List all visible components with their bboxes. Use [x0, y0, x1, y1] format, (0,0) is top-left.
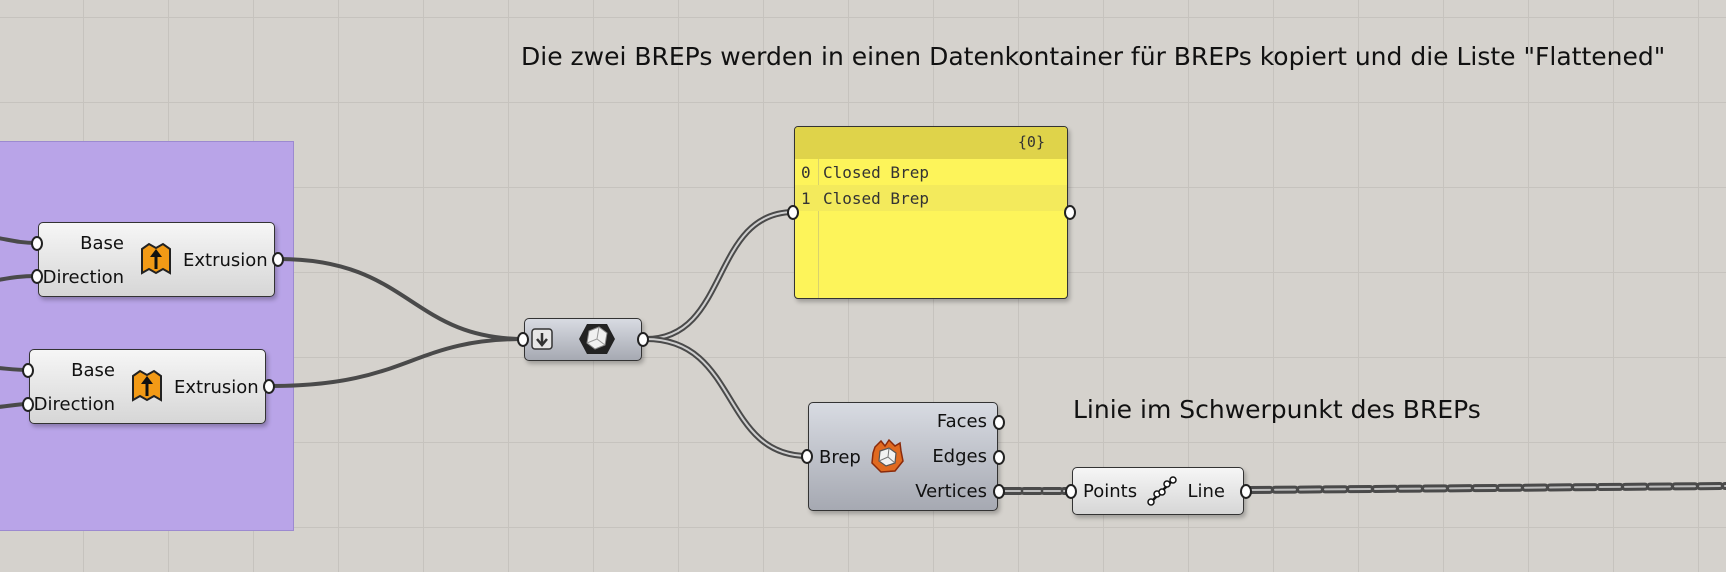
- deconstruct-vertices-output-label: Vertices: [915, 481, 987, 502]
- extrude1-extrusion-port[interactable]: [272, 252, 284, 267]
- extrude2-base-port[interactable]: [22, 363, 34, 378]
- panel-row-value: Closed Brep: [823, 189, 929, 208]
- extrude1-base-port[interactable]: [31, 236, 43, 251]
- brep-container-param[interactable]: [524, 318, 642, 361]
- line-fit-points-port[interactable]: [1065, 484, 1077, 499]
- deconstruct-brep-input-label: Brep: [819, 447, 861, 468]
- extrude-component-1[interactable]: Base Direction Extrusion: [38, 222, 275, 297]
- panel-row: 0 Closed Brep: [795, 159, 1067, 185]
- deconstruct-brep-icon: [871, 438, 904, 473]
- extrude2-direction-port[interactable]: [22, 397, 34, 412]
- brep-container-input-port[interactable]: [517, 332, 529, 347]
- extrude1-direction-port[interactable]: [31, 269, 43, 284]
- line-fit-points-input-label: Points: [1083, 481, 1138, 502]
- extrude2-extrusion-port[interactable]: [263, 379, 275, 394]
- panel-row-value: Closed Brep: [823, 163, 929, 182]
- panel-input-port[interactable]: [787, 205, 799, 220]
- panel-row-index: 0: [801, 163, 811, 182]
- extrude-direction-input-label: Direction: [42, 267, 124, 288]
- extrude-icon: [141, 242, 171, 275]
- deconstruct-vertices-port[interactable]: [993, 484, 1005, 499]
- brep-param-icon: [579, 324, 615, 354]
- line-fit-icon: [1147, 476, 1177, 506]
- extrude-extrusion-output-label: Extrusion: [183, 250, 268, 271]
- panel-row: 1 Closed Brep: [795, 185, 1067, 211]
- deconstruct-faces-port[interactable]: [993, 415, 1005, 430]
- extrude-base-input-label: Base: [80, 233, 124, 254]
- line-fit-component[interactable]: Points Line: [1072, 467, 1244, 515]
- deconstruct-brep-input-port[interactable]: [801, 449, 813, 464]
- component-group[interactable]: [0, 141, 294, 531]
- deconstruct-edges-output-label: Edges: [932, 446, 987, 467]
- deconstruct-faces-output-label: Faces: [936, 411, 987, 432]
- panel-row-index: 1: [801, 189, 811, 208]
- panel-path: {0}: [1017, 133, 1045, 151]
- deconstruct-edges-port[interactable]: [993, 450, 1005, 465]
- panel-header: {0}: [795, 127, 1067, 159]
- panel-output-port[interactable]: [1064, 205, 1076, 220]
- brep-container-output-port[interactable]: [637, 332, 649, 347]
- extrude-base-input-label: Base: [71, 360, 115, 381]
- line-note-caption: Linie im Schwerpunkt des BREPs: [1073, 395, 1481, 424]
- line-fit-line-output-label: Line: [1187, 481, 1225, 502]
- extrude-icon: [132, 369, 162, 402]
- flatten-note-caption: Die zwei BREPs werden in einen Datenkont…: [521, 42, 1666, 71]
- deconstruct-brep-component[interactable]: Brep Faces Edges Vertices: [808, 402, 998, 511]
- extrude-direction-input-label: Direction: [33, 394, 115, 415]
- line-fit-line-port[interactable]: [1240, 484, 1252, 499]
- extrude-extrusion-output-label: Extrusion: [174, 377, 259, 398]
- extrude-component-2[interactable]: Base Direction Extrusion: [29, 349, 266, 424]
- flatten-arrow-icon[interactable]: [531, 328, 553, 350]
- data-panel[interactable]: {0} 0 Closed Brep 1 Closed Brep: [794, 126, 1068, 299]
